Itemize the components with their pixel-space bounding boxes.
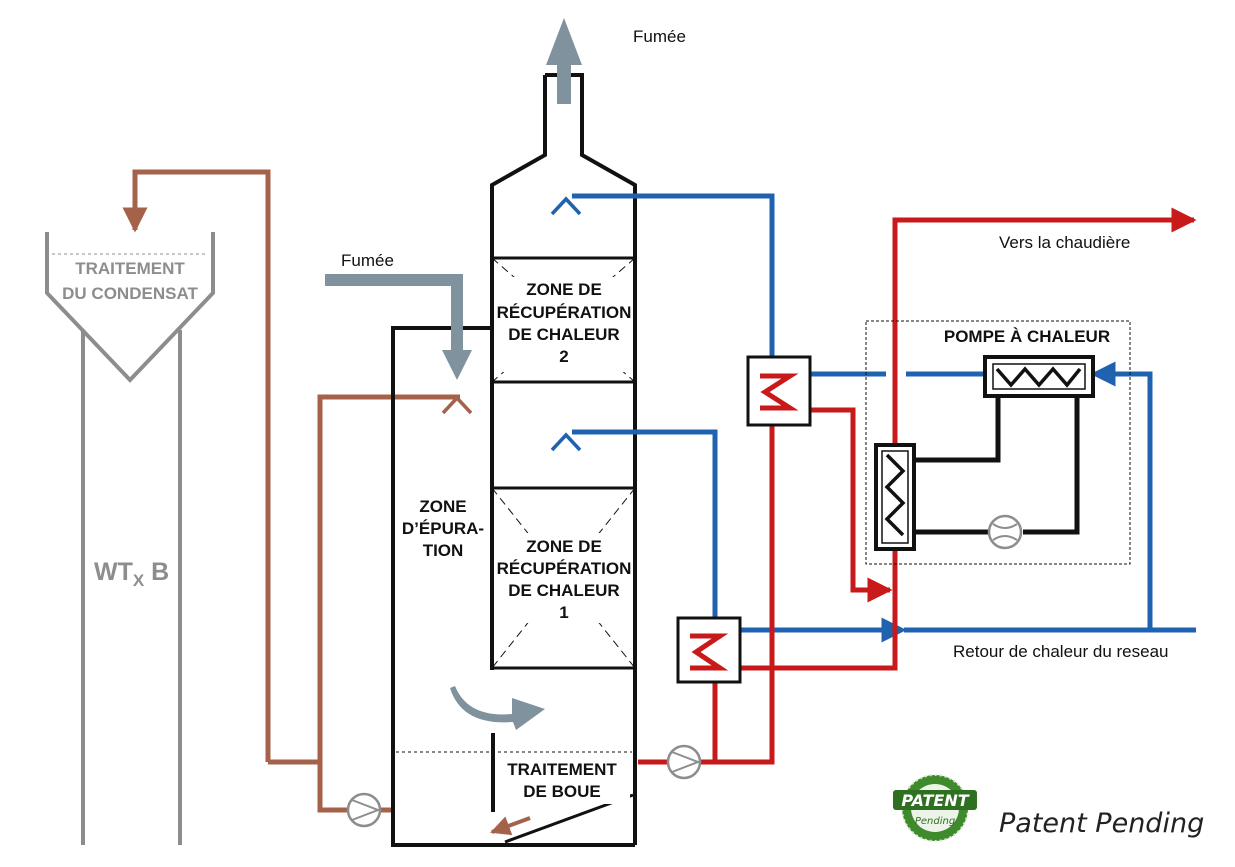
svg-text:1: 1: [559, 603, 568, 622]
network-return-label: Retour de chaleur du reseau: [953, 642, 1168, 661]
heat-recovery-zone-2-label: ZONE DE RÉCUPÉRATION DE CHALEUR 2: [497, 280, 632, 366]
condensate-label-2: DU CONDENSAT: [62, 284, 198, 303]
heat-exchanger-lower: [676, 616, 742, 684]
patent-pending-label: Patent Pending: [999, 808, 1204, 839]
svg-text:RÉCUPÉRATION: RÉCUPÉRATION: [497, 559, 632, 578]
svg-text:DE BOUE: DE BOUE: [523, 782, 600, 801]
svg-text:D’ÉPURA-: D’ÉPURA-: [402, 519, 484, 538]
heat-exchanger-upper: [746, 355, 812, 427]
scrubber-tower: [391, 73, 637, 847]
svg-text:PATENT: PATENT: [901, 791, 969, 810]
heat-pump-unit: POMPE À CHALEUR: [865, 320, 1131, 565]
pump-condensate: [346, 792, 382, 828]
wtxb-label: WTX B: [94, 558, 169, 590]
svg-text:ZONE: ZONE: [419, 497, 466, 516]
svg-text:DE CHALEUR: DE CHALEUR: [508, 581, 619, 600]
condensate-pipes: [122, 169, 531, 836]
smoke-in-label: Fumée: [341, 251, 394, 270]
svg-text:2: 2: [559, 347, 568, 366]
condensate-label-1: TRAITEMENT: [75, 259, 185, 278]
pump-hot-water: [666, 744, 702, 780]
heat-recovery-zone-1-label: ZONE DE RÉCUPÉRATION DE CHALEUR 1: [497, 537, 632, 622]
sludge-treatment-label: TRAITEMENT DE BOUE: [507, 760, 617, 801]
svg-text:ZONE DE: ZONE DE: [526, 537, 602, 556]
svg-text:ZONE DE: ZONE DE: [526, 280, 602, 299]
svg-text:RÉCUPÉRATION: RÉCUPÉRATION: [497, 303, 632, 322]
smoke-out-label: Fumée: [633, 27, 686, 46]
patent-badge-icon: PATENT Pending: [893, 774, 977, 842]
purification-zone-label: ZONE D’ÉPURA- TION: [402, 497, 484, 560]
svg-text:Pending: Pending: [915, 816, 955, 827]
smoke-flow: [325, 18, 582, 730]
condensate-tank: TRAITEMENT DU CONDENSAT WTX B: [45, 232, 215, 845]
to-boiler-label: Vers la chaudière: [999, 233, 1130, 252]
cold-water-pipes: [550, 193, 1196, 643]
heat-pump-label: POMPE À CHALEUR: [944, 327, 1110, 346]
svg-text:DE CHALEUR: DE CHALEUR: [508, 325, 619, 344]
svg-text:TRAITEMENT: TRAITEMENT: [507, 760, 617, 779]
svg-text:TION: TION: [423, 541, 464, 560]
